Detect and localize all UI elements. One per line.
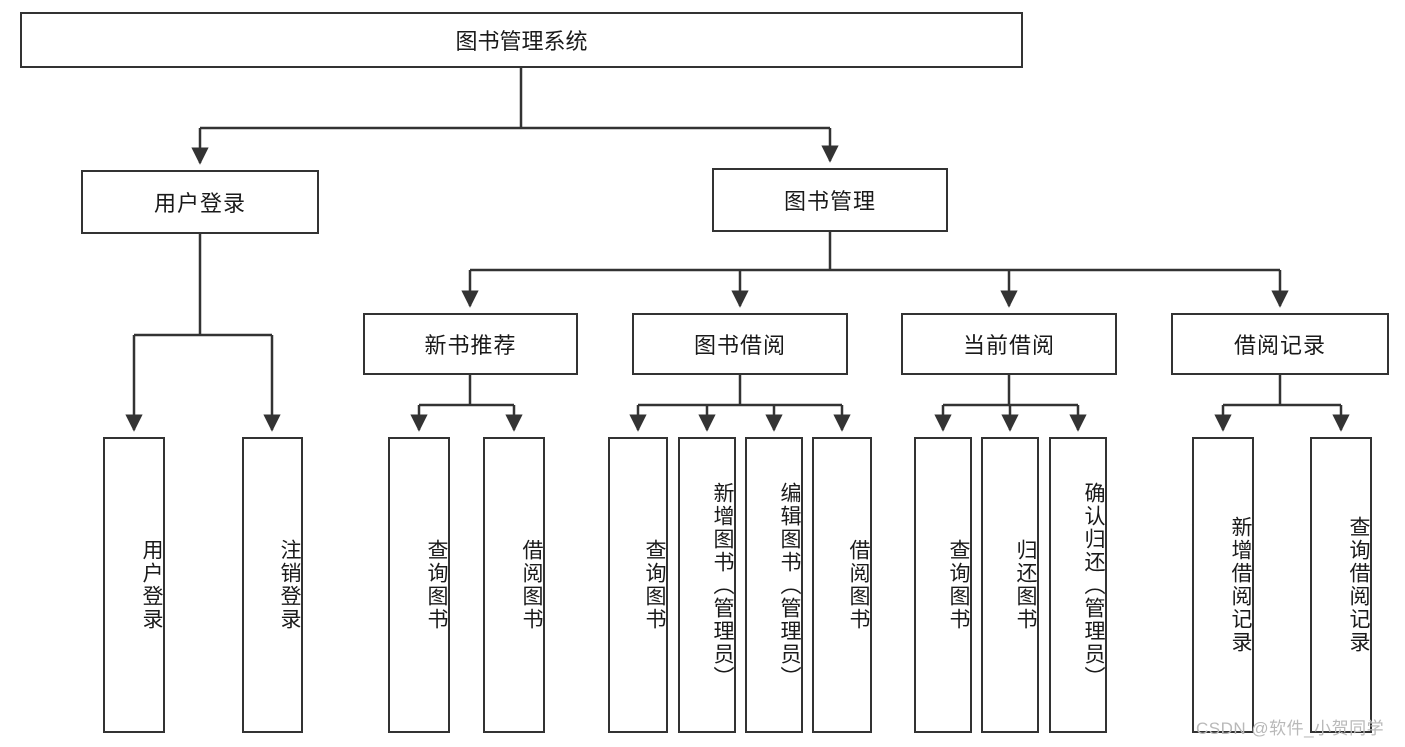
- node-book-borrow-label: 图书借阅: [693, 333, 786, 358]
- node-current-borrow[interactable]: 当前借阅: [901, 313, 1117, 375]
- node-new-book-rec-label: 新书推荐: [424, 333, 517, 358]
- node-leaf-edit-book[interactable]: 编辑图书（管理员）: [745, 437, 803, 733]
- node-leaf-logout[interactable]: 注销登录: [242, 437, 303, 733]
- node-leaf-user-login[interactable]: 用户登录: [103, 437, 165, 733]
- node-current-borrow-label: 当前借阅: [962, 333, 1055, 358]
- node-borrow-record-label: 借阅记录: [1233, 333, 1326, 358]
- node-leaf-return-book-label: 归还图书: [1014, 539, 1037, 631]
- node-leaf-query-record-label: 查询借阅记录: [1347, 516, 1370, 654]
- node-root-label: 图书管理系统: [455, 29, 588, 54]
- watermark: CSDN @软件_小贺同学: [1196, 719, 1385, 738]
- node-leaf-borrow-book-1-label: 借阅图书: [520, 539, 543, 631]
- node-root[interactable]: 图书管理系统: [20, 12, 1023, 68]
- node-leaf-query-book-2-label: 查询图书: [643, 539, 666, 631]
- node-leaf-user-login-label: 用户登录: [140, 539, 163, 631]
- node-user-login[interactable]: 用户登录: [81, 170, 319, 234]
- node-leaf-edit-book-label: 编辑图书（管理员）: [778, 481, 801, 689]
- node-book-manage[interactable]: 图书管理: [712, 168, 948, 232]
- node-leaf-add-book[interactable]: 新增图书（管理员）: [678, 437, 736, 733]
- node-leaf-return-book[interactable]: 归还图书: [981, 437, 1039, 733]
- node-leaf-confirm-return[interactable]: 确认归还（管理员）: [1049, 437, 1107, 733]
- node-leaf-confirm-return-label: 确认归还（管理员）: [1082, 481, 1105, 689]
- node-leaf-query-book-3[interactable]: 查询图书: [914, 437, 972, 733]
- node-leaf-query-book-3-label: 查询图书: [947, 539, 970, 631]
- node-leaf-add-book-label: 新增图书（管理员）: [711, 481, 734, 689]
- node-borrow-record[interactable]: 借阅记录: [1171, 313, 1389, 375]
- node-leaf-query-record[interactable]: 查询借阅记录: [1310, 437, 1372, 733]
- node-leaf-logout-label: 注销登录: [278, 539, 301, 631]
- node-user-login-label: 用户登录: [153, 191, 246, 216]
- node-leaf-add-record-label: 新增借阅记录: [1229, 516, 1252, 654]
- node-leaf-borrow-book-2[interactable]: 借阅图书: [812, 437, 872, 733]
- node-book-manage-label: 图书管理: [783, 189, 876, 214]
- node-new-book-rec[interactable]: 新书推荐: [363, 313, 578, 375]
- node-leaf-borrow-book-1[interactable]: 借阅图书: [483, 437, 545, 733]
- node-leaf-query-book-2[interactable]: 查询图书: [608, 437, 668, 733]
- node-leaf-query-book-1[interactable]: 查询图书: [388, 437, 450, 733]
- node-leaf-query-book-1-label: 查询图书: [425, 539, 448, 631]
- node-book-borrow[interactable]: 图书借阅: [632, 313, 848, 375]
- node-leaf-add-record[interactable]: 新增借阅记录: [1192, 437, 1254, 733]
- node-leaf-borrow-book-2-label: 借阅图书: [847, 539, 870, 631]
